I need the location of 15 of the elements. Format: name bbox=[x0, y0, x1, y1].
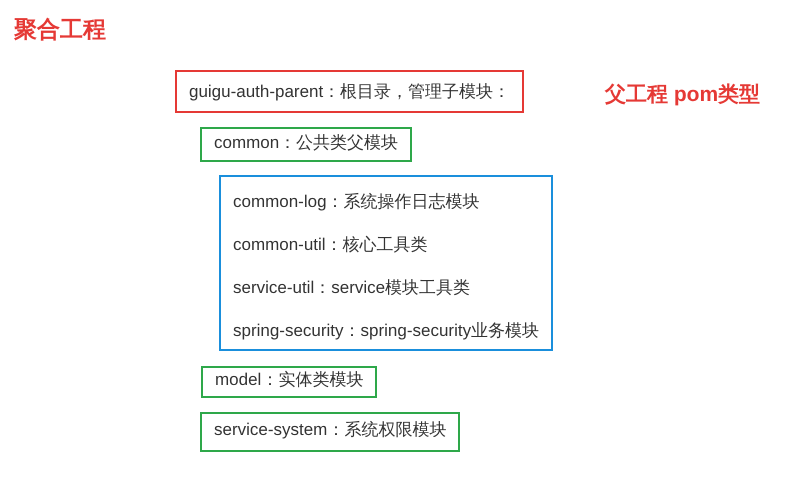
module-description: service-system：系统权限模块 bbox=[214, 419, 446, 441]
module-box bbox=[175, 70, 524, 113]
module-box bbox=[201, 366, 378, 398]
module-description: model：实体类模块 bbox=[215, 369, 364, 391]
module-description: common-util：核心工具类 bbox=[233, 234, 429, 256]
module-box bbox=[219, 175, 554, 351]
title: 聚合工程 bbox=[14, 15, 106, 44]
annotation: 父工程 pom类型 bbox=[605, 82, 760, 108]
module-description: spring-security：spring-security业务模块 bbox=[233, 320, 540, 342]
module-description: service-util：service模块工具类 bbox=[233, 277, 472, 299]
module-description: common-log：系统操作日志模块 bbox=[233, 191, 481, 213]
module-box bbox=[200, 412, 460, 452]
module-description: guigu-auth-parent：根目录，管理子模块： bbox=[189, 81, 510, 103]
module-description: common：公共类父模块 bbox=[214, 132, 398, 154]
module-box bbox=[200, 127, 412, 162]
